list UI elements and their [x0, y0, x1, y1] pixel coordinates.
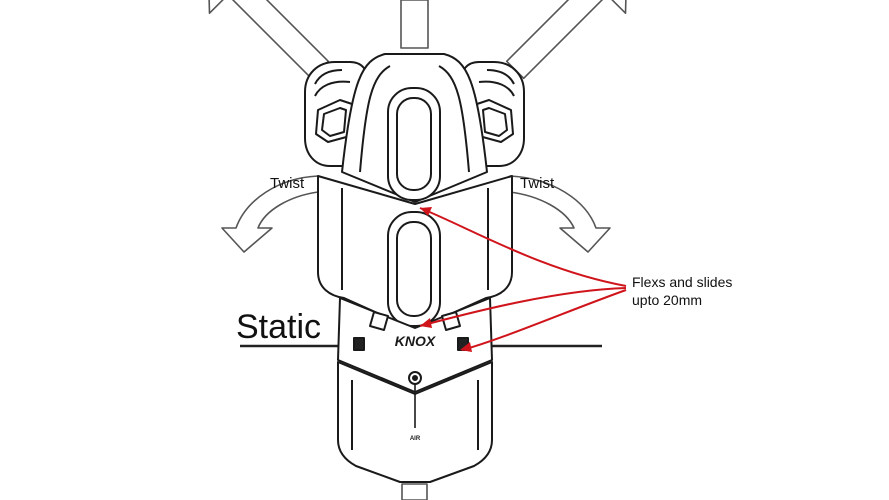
callout-arrowheads: [420, 207, 472, 352]
twist-left-arrow: [221, 175, 319, 253]
static-label: Static: [236, 308, 321, 346]
twist-label-left: Twist: [270, 175, 305, 192]
callout-text-line1: Flexs and slides: [632, 274, 732, 290]
callout-line-mid: [419, 287, 627, 327]
twist-label-right: Twist: [520, 175, 555, 192]
callout-line-bottom: [461, 289, 627, 351]
movement-arrows: [207, 0, 628, 500]
arrow-up-shaft: [400, 0, 429, 49]
callout-text-line2: upto 20mm: [632, 292, 702, 308]
air-label: AIR: [410, 436, 421, 442]
callout-lines: [419, 207, 627, 351]
knox-logo: KNOX: [395, 333, 437, 349]
arrow-up-right: [505, 0, 628, 80]
arrow-down-shaft: [401, 483, 428, 500]
protector-outline: [304, 53, 525, 483]
twist-right-arrow: [509, 175, 611, 253]
callout-line-top: [419, 207, 627, 287]
